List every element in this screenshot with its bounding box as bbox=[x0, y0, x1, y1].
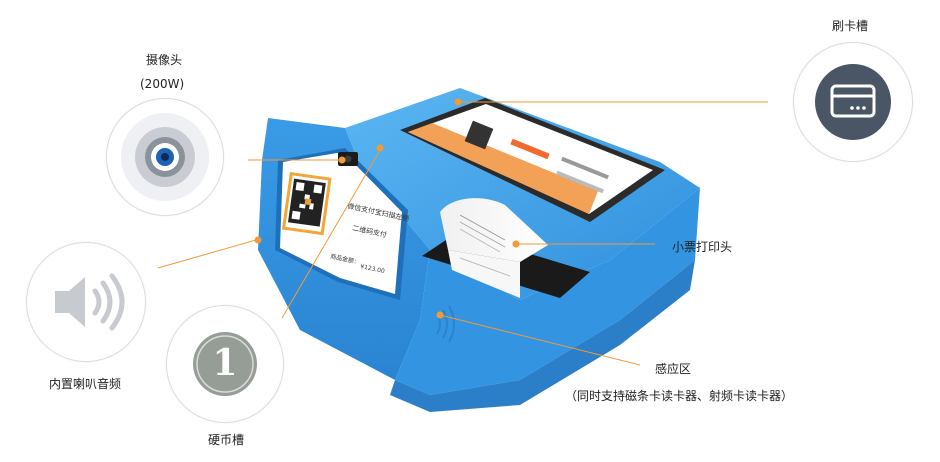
nfc-subtitle: （同时支持磁条卡读卡器、射频卡读卡器） bbox=[565, 389, 794, 403]
coin-slot-title: 硬币槽 bbox=[208, 433, 245, 447]
leader-nfc bbox=[439, 314, 641, 366]
leader-speaker bbox=[157, 239, 257, 269]
receipt-printer bbox=[422, 198, 590, 298]
speaker-callout-circle bbox=[26, 242, 146, 362]
nfc-title: 感应区 bbox=[655, 362, 692, 376]
leader-lines bbox=[157, 98, 768, 366]
printer-title: 小票打印头 bbox=[672, 240, 733, 254]
leader-coin-slot bbox=[281, 149, 381, 319]
camera-callout-circle bbox=[106, 98, 224, 216]
camera-icon bbox=[121, 113, 209, 201]
speaker-title: 内置喇叭音频 bbox=[49, 377, 122, 391]
card-slot-callout-circle bbox=[793, 42, 913, 162]
coin-icon bbox=[193, 332, 257, 396]
camera-subtitle: (200W) bbox=[140, 77, 185, 91]
customer-display bbox=[275, 148, 408, 300]
coin-slot-callout-circle: 1 bbox=[166, 305, 284, 423]
card-slot-title: 刷卡槽 bbox=[832, 19, 869, 33]
camera-title: 摄像头 bbox=[146, 53, 183, 67]
speaker-icon bbox=[55, 273, 125, 331]
main-touchscreen bbox=[400, 98, 665, 222]
credit-card-icon bbox=[815, 64, 891, 140]
coin-icon-numeral: 1 bbox=[212, 342, 238, 384]
